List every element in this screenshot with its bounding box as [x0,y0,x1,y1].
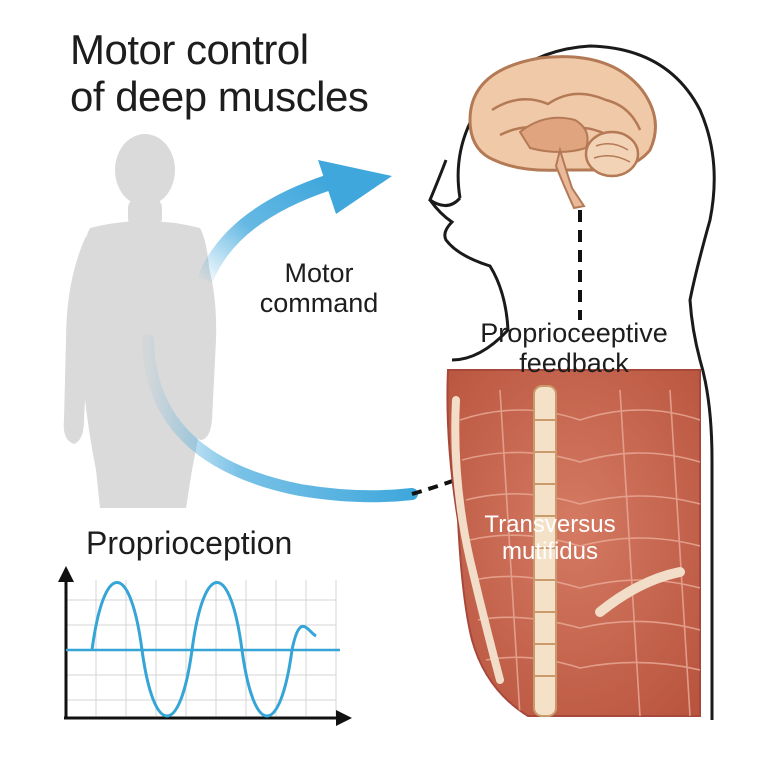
proprioception-label: Proprioception [86,525,293,561]
human-silhouette-icon [63,134,217,508]
arrow-icon [318,160,392,214]
muscle-line-1: Transversus [484,511,616,538]
proprioception-graph [58,566,352,726]
title-line-2: of deep muscles [70,73,369,121]
motor-command-line-1: Motor [284,258,354,288]
spine-icon [533,385,557,717]
graph-y-arrow-icon [58,566,74,582]
muscle-label: Transversus mutifidus [470,511,630,566]
feedback-line-2: feedback [519,348,629,379]
torso-muscles [446,369,701,717]
page-title: Motor control of deep muscles [70,26,369,121]
motor-command-label: Motor command [244,258,394,318]
motor-command-line-2: command [259,288,379,319]
proprioceptive-feedback-label: Proprioceeptive feedback [452,318,696,378]
feedback-line-1: Proprioceeptive [480,318,668,348]
feedback-curve [142,334,418,503]
brain-icon [468,55,657,210]
title-line-1: Motor control [70,26,309,73]
motor-command-arrow [197,160,392,284]
graph-x-arrow-icon [336,710,352,726]
muscle-line-2: mutifidus [501,537,599,565]
graph-signal-wave [90,581,317,718]
feedback-dashed-line [411,460,501,496]
